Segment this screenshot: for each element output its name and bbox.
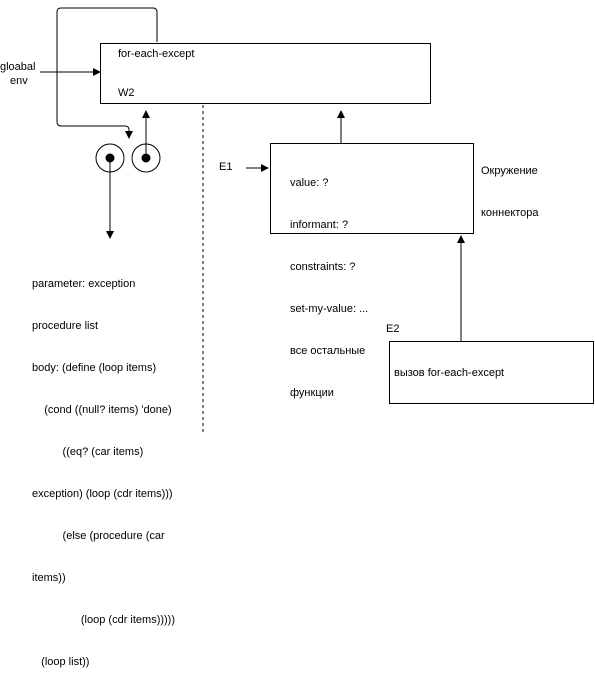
connector-box-line: constraints: ? — [290, 261, 356, 273]
procedure-text-line: exception) (loop (cdr items))) — [32, 488, 173, 500]
connector-env-box: value: ? informant: ? constraints: ? set… — [270, 143, 474, 399]
global-env-label-2: env — [10, 74, 28, 88]
environment-diagram: gloabal env for-each-except W2 parameter… — [0, 7, 594, 668]
connector-box-line: функции — [290, 387, 334, 399]
procedure-text-line: ((eq? (car items) — [32, 446, 144, 458]
procedure-text-line: (cond ((null? items) 'done) — [32, 404, 172, 416]
diagram-lines — [40, 7, 465, 435]
connector-env-label-line: коннектора — [481, 207, 539, 219]
procedure-text-line: body: (define (loop items) — [32, 362, 157, 374]
call-box: вызов for-each-except — [389, 341, 594, 404]
global-env-label: gloabal — [0, 60, 35, 74]
procedure-text-line: (else (procedure (car — [32, 530, 165, 542]
procedure-text-line: (loop (cdr items))))) — [32, 614, 176, 626]
e2-label: E2 — [386, 323, 400, 335]
connector-env-label-line: Окружение — [481, 165, 538, 177]
procedure-env-circle — [131, 143, 161, 173]
connector-env-label: Окружение коннектора — [481, 136, 539, 248]
env-pointer-loop-arrow — [56, 7, 158, 139]
procedure-text-line: items)) — [32, 572, 66, 584]
connector-box-line: все остальные — [290, 345, 366, 357]
procedure-text-line: (loop list)) — [32, 656, 90, 668]
connector-box-line: informant: ? — [290, 219, 349, 231]
global-env-label-line-1: gloabal — [0, 61, 36, 73]
frame-w2-name: for-each-except — [118, 48, 195, 60]
procedure-text-line: procedure list — [32, 320, 99, 332]
procedure-object-text: parameter: exception procedure list body… — [32, 249, 175, 697]
frame-w2-box: for-each-except W2 — [100, 43, 431, 104]
connector-box-text: value: ? informant: ? constraints: ? set… — [290, 148, 368, 428]
global-env-label-line-2: env — [10, 75, 28, 87]
e1-label: E1 — [219, 161, 233, 173]
call-box-text: вызов for-each-except — [394, 367, 505, 379]
procedure-text-line: parameter: exception — [32, 278, 136, 290]
connector-box-line: value: ? — [290, 177, 329, 189]
connector-box-line: set-my-value: ... — [290, 303, 369, 315]
frame-w2-label: W2 — [118, 87, 135, 99]
procedure-env-dot — [141, 153, 151, 163]
